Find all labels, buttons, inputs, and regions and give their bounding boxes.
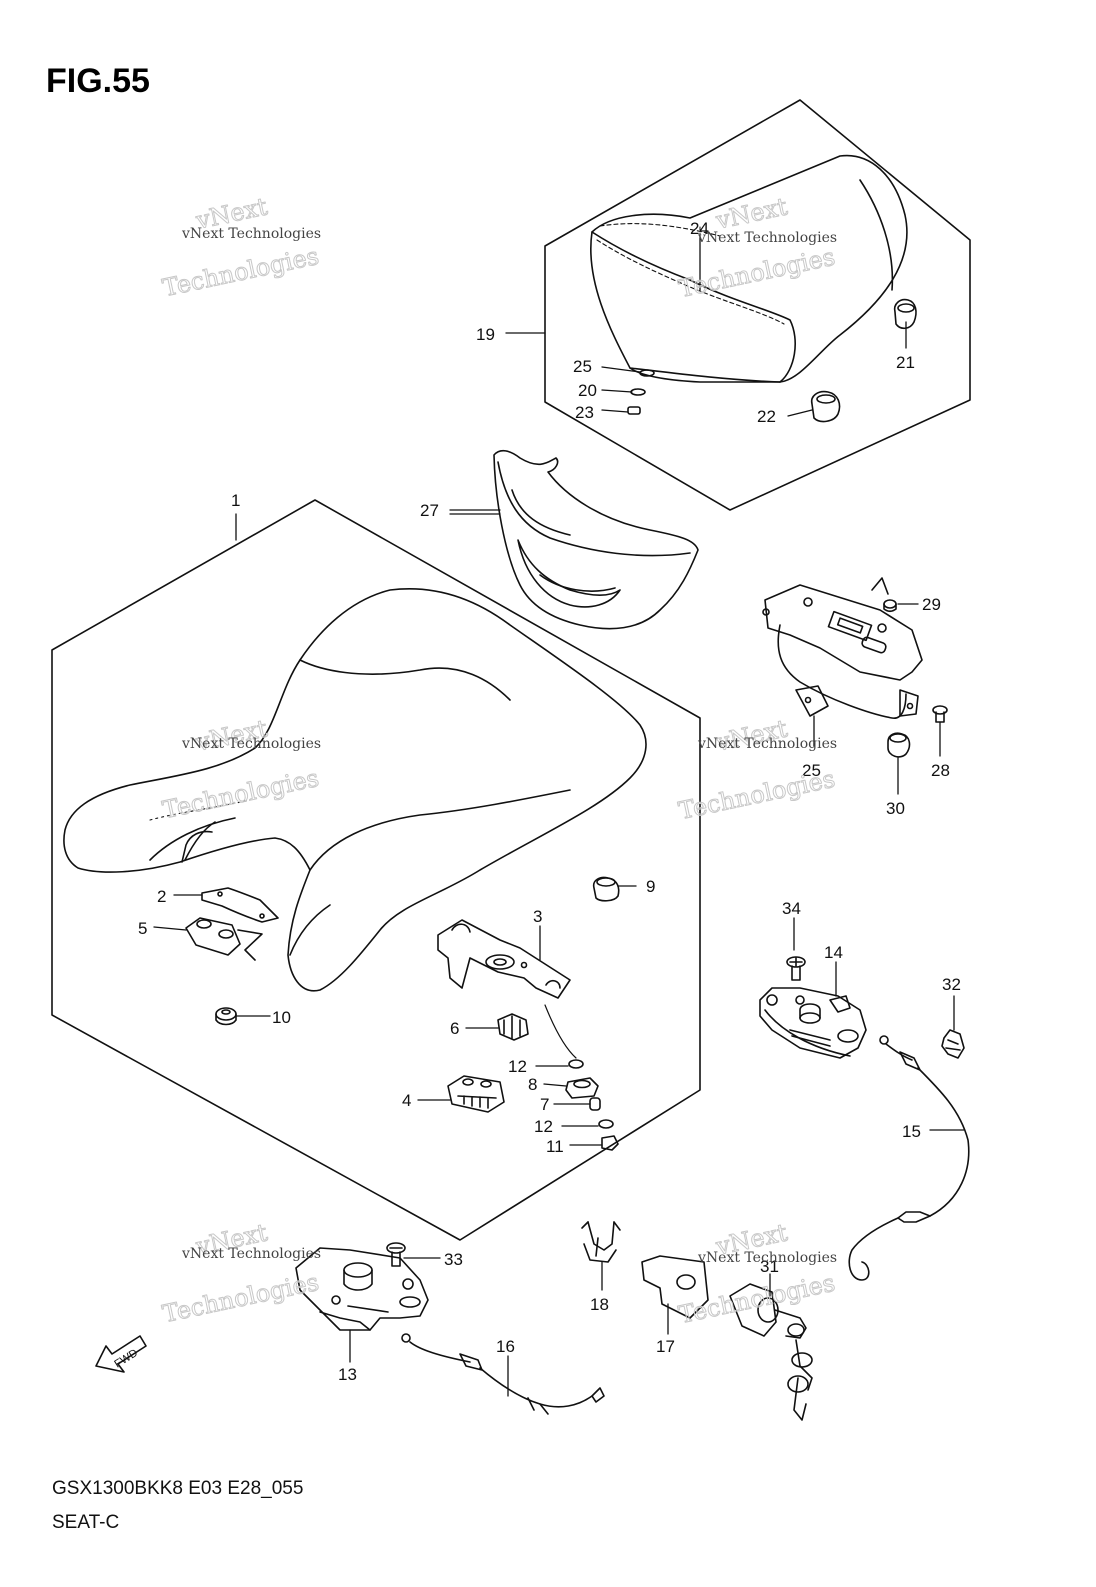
callout-34: 34 (782, 899, 801, 918)
fwd-arrow-icon: FWD (95, 1335, 147, 1373)
svg-text:vNext: vNext (713, 192, 791, 235)
seat-lock-14-drawing (759, 987, 867, 1059)
rubber-block-4-drawing (447, 1075, 505, 1113)
callout-28: 28 (931, 761, 950, 780)
callout-21: 21 (896, 353, 915, 372)
callout-12-lower: 12 (534, 1117, 553, 1136)
callout-33: 33 (444, 1250, 463, 1269)
section-label: SEAT-C (52, 1512, 120, 1533)
callout-3: 3 (533, 907, 542, 926)
watermark-bottom-left: vNext Technologies vNext Technologies (160, 1218, 322, 1329)
callout-10: 10 (272, 1008, 291, 1027)
callout-7: 7 (540, 1095, 549, 1114)
svg-text:vNext Technologies: vNext Technologies (181, 226, 321, 242)
callout-31: 31 (760, 1257, 779, 1276)
svg-text:vNext Technologies: vNext Technologies (181, 1246, 321, 1262)
figure-title: FIG.55 (46, 62, 150, 100)
callout-8: 8 (528, 1075, 537, 1094)
svg-text:vNext Technologies: vNext Technologies (181, 736, 321, 752)
callout-13: 13 (338, 1365, 357, 1384)
callout-5: 5 (138, 919, 147, 938)
callout-20: 20 (578, 381, 597, 400)
cable-16-drawing (401, 1333, 605, 1415)
callout-numbers: 1 19 24 25 20 23 22 21 27 29 28 30 25 9 … (138, 219, 961, 1384)
bumper-9-drawing (592, 876, 620, 902)
front-seat-group-outline (51, 499, 701, 1241)
callout-15: 15 (902, 1122, 921, 1141)
key-lock-31-drawing (729, 1283, 813, 1421)
callout-23: 23 (575, 403, 594, 422)
svg-text:Technologies: Technologies (160, 242, 321, 302)
lock-bracket-26-drawing (762, 577, 923, 719)
callout-22: 22 (757, 407, 776, 426)
bumper-30-drawing (887, 732, 911, 758)
callout-14: 14 (824, 943, 843, 962)
callout-32: 32 (942, 975, 961, 994)
bumper-22-drawing (810, 390, 841, 423)
watermark-mid-left: vNext Technologies vNext Technologies (160, 714, 322, 825)
callout-19: 19 (476, 325, 495, 344)
callout-25-rear: 25 (573, 357, 592, 376)
callout-16: 16 (496, 1337, 515, 1356)
bracket-3-drawing (437, 919, 571, 999)
callout-11: 11 (546, 1137, 564, 1156)
plate-2-drawing (201, 887, 279, 961)
bracket-17-drawing (641, 1255, 709, 1319)
callout-29: 29 (922, 595, 941, 614)
callout-2: 2 (157, 887, 166, 906)
watermark-top-left: vNext Technologies vNext Technologies (160, 192, 322, 303)
bolt-28-drawing (932, 705, 948, 723)
rear-seat-group-outline (544, 99, 971, 511)
callout-4: 4 (402, 1091, 411, 1110)
svg-text:Technologies: Technologies (160, 1268, 321, 1328)
callout-9: 9 (646, 877, 655, 896)
cushion-5-drawing (185, 917, 241, 956)
callout-18: 18 (590, 1295, 609, 1314)
leader-lines (153, 235, 965, 1397)
grommet-10-drawing (215, 1007, 237, 1026)
callout-27: 27 (420, 501, 439, 520)
model-code: GSX1300BKK8 E03 E28_055 (52, 1478, 304, 1499)
nut-6-drawing (497, 1013, 529, 1041)
cable-15-drawing (848, 1035, 970, 1281)
svg-text:Technologies: Technologies (676, 1269, 837, 1329)
clamp-32-drawing (941, 1029, 965, 1059)
callout-6: 6 (450, 1019, 459, 1038)
callout-30: 30 (886, 799, 905, 818)
seat-cowl-drawing (493, 449, 699, 630)
bolt-34-drawing (786, 956, 806, 981)
clip-18-drawing (581, 1221, 621, 1263)
callout-17: 17 (656, 1337, 675, 1356)
callout-24: 24 (690, 219, 709, 238)
hardware-stack-drawing (544, 1004, 619, 1151)
seat-lock-13-drawing (295, 1247, 429, 1331)
front-seat-drawing (63, 587, 647, 992)
nut-29-drawing (883, 599, 897, 613)
svg-text:vNext Technologies: vNext Technologies (697, 1250, 837, 1266)
svg-text:Technologies: Technologies (160, 764, 321, 824)
svg-text:vNext Technologies: vNext Technologies (697, 736, 837, 752)
callout-1: 1 (231, 491, 240, 510)
callout-25-front: 25 (802, 761, 821, 780)
watermark-bottom-right: vNext Technologies vNext Technologies (676, 1218, 838, 1330)
bolt-33-drawing (386, 1242, 406, 1267)
bumper-21-drawing (893, 298, 917, 330)
svg-text:vNext Technologies: vNext Technologies (697, 230, 837, 246)
callout-12-upper: 12 (508, 1057, 527, 1076)
